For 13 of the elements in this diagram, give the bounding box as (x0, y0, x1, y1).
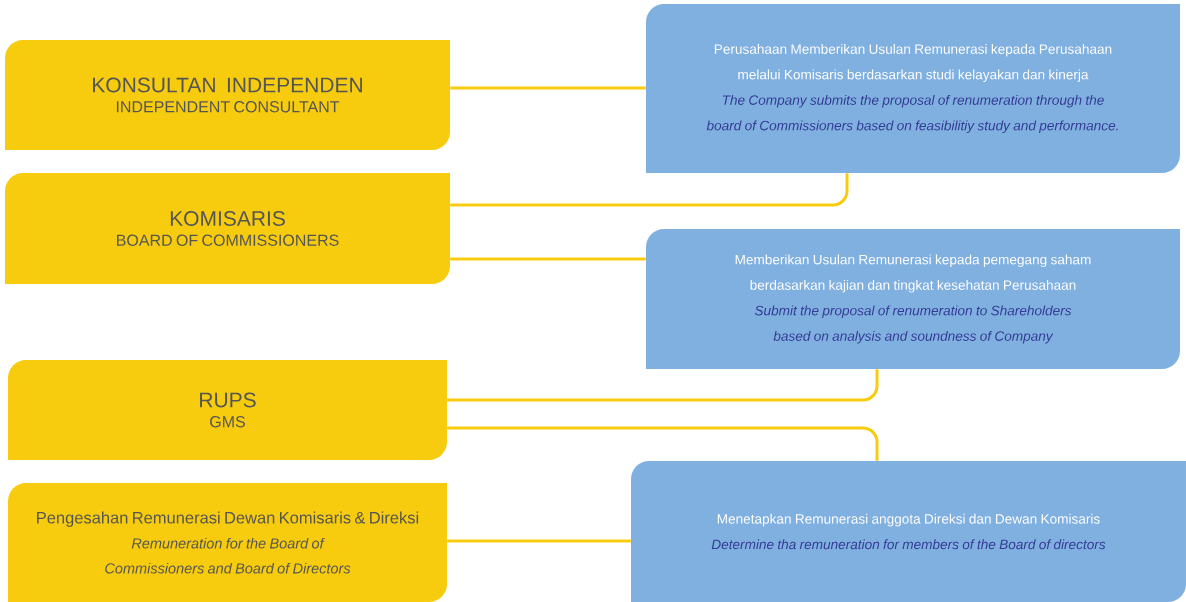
role-box: KOMISARIS BOARD OF COMMISSIONERS (5, 173, 450, 284)
result-box: Pengesahan Remunerasi Dewan Komisaris & Direksi Remuneration for the Board of Commissioners and Board of Directors (8, 483, 447, 602)
connector-line (450, 257, 646, 261)
role-box: KONSULTAN INDEPENDEN INDEPENDENT CONSULTANT (5, 40, 450, 150)
connector-line (450, 86, 646, 90)
connector-line (447, 369, 879, 402)
connector-line (447, 539, 631, 543)
process-box: Perusahaan Memberikan Usulan Remunerasi kepada Perusahaan melalui Komisaris berdasarkan studi kelayakan dan kinerja The Company submits the proposal of renumeration through the board of Commissioners based on feasibilitiy study and performance. (646, 4, 1180, 173)
connector-line (450, 173, 849, 207)
process-box: Menetapkan Remunerasi anggota Direksi dan Dewan Komisaris Determine tha remuneration for members of the Board of directors (631, 461, 1186, 602)
process-box: Memberikan Usulan Remunerasi kepada pemegang saham berdasarkan kajian dan tingkat kesehatan Perusahaan Submit the proposal of renumeration to Shareholders based on analysis and soundness of Company (646, 229, 1180, 369)
role-box: RUPS GMS (8, 360, 447, 460)
connector-line (447, 426, 879, 461)
